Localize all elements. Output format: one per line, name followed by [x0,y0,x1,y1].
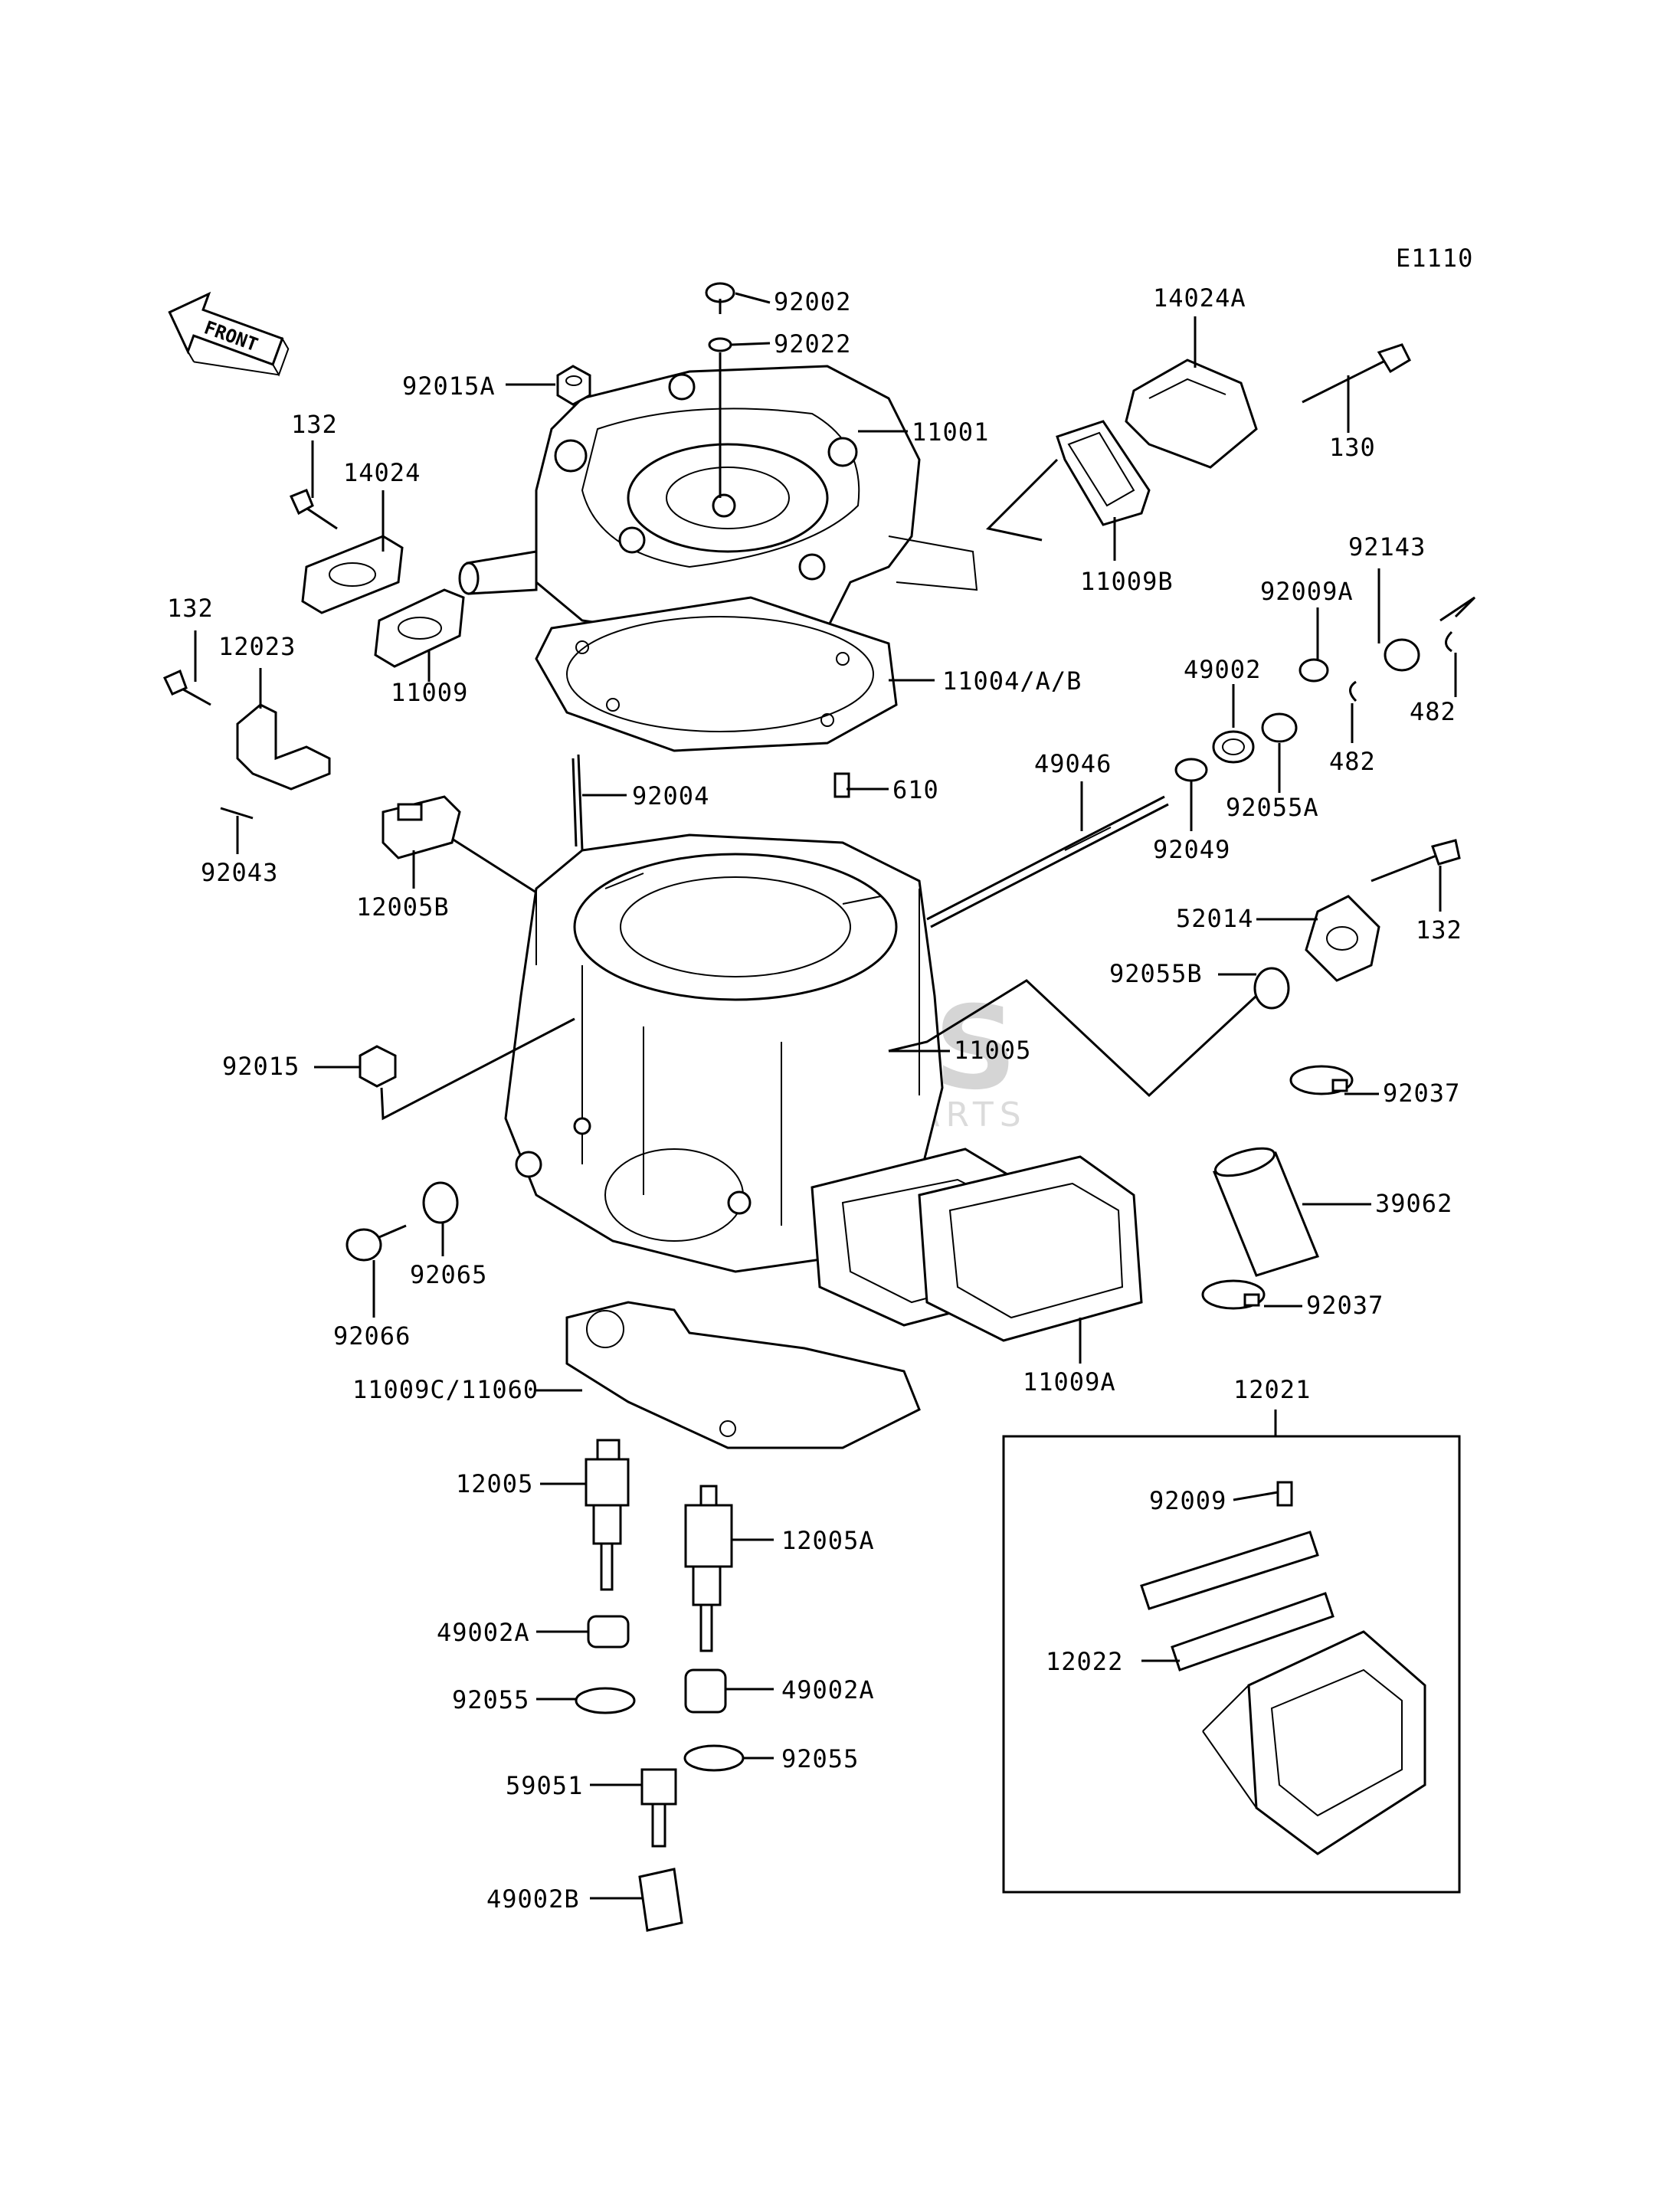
diagram-code: E1110 [1396,244,1473,273]
label-92009: 92009 [1149,1486,1226,1515]
label-92002: 92002 [774,287,851,316]
cap-92009A-icon [1298,658,1329,683]
label-49002: 49002 [1184,655,1261,684]
oring-92055B-icon [1253,967,1290,1010]
label-132b: 132 [167,594,214,623]
label-92037b: 92037 [1306,1291,1384,1320]
label-92055-2: 92055 [781,1744,859,1773]
label-92009A: 92009A [1260,577,1354,606]
label-14024A: 14024A [1153,283,1246,313]
front-arrow-icon: FRONT [168,291,290,377]
bushing-49002B-icon [638,1868,683,1932]
nut-92015-icon [359,1045,397,1088]
cylinder-head [458,365,978,637]
label-92055B: 92055B [1109,959,1203,988]
bushing-49002A1-icon [587,1615,630,1649]
clip-482b-icon [1445,630,1453,653]
oring-92055A-icon [1261,712,1298,743]
part-labels: 92002 92022 92015A 11001 14024A 130 132 … [167,283,1462,1914]
washer-92022-icon [708,337,732,352]
bolt-92066-icon [345,1224,407,1262]
label-39062: 39062 [1375,1189,1452,1218]
bolt-132-icon [289,489,338,530]
rod-49046-icon [926,795,1169,928]
valve-12005A-icon [684,1485,733,1652]
bolt-132c-icon [1371,839,1461,882]
label-12005: 12005 [456,1469,533,1498]
base-gasket [565,1301,921,1449]
clamp-92037b-icon [1201,1279,1266,1310]
stud-92004-icon [571,754,584,851]
label-92043: 92043 [201,858,278,887]
label-92004: 92004 [632,781,709,810]
label-92066: 92066 [333,1321,411,1351]
bushing-49002-icon [1212,730,1255,764]
label-11009A: 11009A [1023,1367,1116,1396]
oring-92055-2-icon [683,1744,745,1772]
label-59051: 59051 [506,1771,583,1800]
label-92065: 92065 [410,1260,487,1289]
label-12023: 12023 [218,632,296,661]
label-14024: 14024 [343,458,421,487]
gear-59051-icon [640,1768,677,1848]
label-610: 610 [892,775,939,804]
label-11004: 11004/A/B [942,666,1082,696]
screw-92002-icon [705,282,735,314]
leader-lines [194,292,1476,1900]
label-11009C-11060: 11009C/11060 [352,1375,539,1404]
label-49002B: 49002B [486,1884,580,1914]
bracket-12023-icon [236,703,331,791]
label-92049: 92049 [1153,835,1230,864]
label-92055-1: 92055 [452,1685,529,1714]
label-11009B: 11009B [1080,567,1174,596]
label-12005B: 12005B [356,892,450,922]
label-12005A: 12005A [781,1526,875,1555]
bolt-132b-icon [162,669,211,706]
cylinder-body [504,833,944,1273]
label-49002A-2: 49002A [781,1675,875,1704]
intake-gaskets [811,1148,1143,1342]
washer-92065-icon [422,1181,459,1224]
oring-92055-1-icon [575,1687,636,1714]
label-132a: 132 [291,410,338,439]
seal-92049-icon [1174,758,1208,782]
label-49046: 49046 [1034,749,1112,778]
label-49002A-1: 49002A [437,1618,530,1647]
label-482b: 482 [1410,697,1456,726]
hose-39062-icon [1212,1147,1320,1277]
label-130: 130 [1329,433,1376,462]
bolt-130-icon [1302,343,1411,404]
cap-92143-icon [1384,638,1420,672]
label-482a: 482 [1329,747,1376,776]
clamp-92037a-icon [1289,1065,1354,1095]
label-11005: 11005 [954,1036,1031,1065]
label-92022: 92022 [774,329,851,359]
fitting-52014-icon [1305,895,1380,982]
label-52014: 52014 [1176,904,1253,933]
label-12021: 12021 [1233,1375,1311,1404]
label-11009: 11009 [391,678,468,707]
clip-482-icon [1349,680,1357,702]
reed-valve-assembly-box [1002,1435,1461,1894]
label-92055A: 92055A [1226,793,1319,822]
label-92015: 92015 [222,1052,300,1081]
valve-12005-icon [585,1439,630,1591]
dowel-610-icon [833,772,850,798]
label-92143: 92143 [1348,532,1426,562]
label-12022: 12022 [1046,1647,1123,1676]
nut-92015A-icon [556,365,591,406]
label-92015A: 92015A [402,372,496,401]
pin-92043-icon [220,807,254,820]
head-gasket [535,596,898,752]
sensor-12005B-icon [382,795,461,859]
bushing-49002A2-icon [684,1668,727,1714]
cover-14024A-icon [1125,359,1258,469]
label-11001: 11001 [912,417,989,447]
label-92037a: 92037 [1383,1079,1460,1108]
gasket-11009-icon [374,588,465,668]
label-132c: 132 [1416,915,1462,945]
gasket-11009B-icon [1056,420,1151,526]
